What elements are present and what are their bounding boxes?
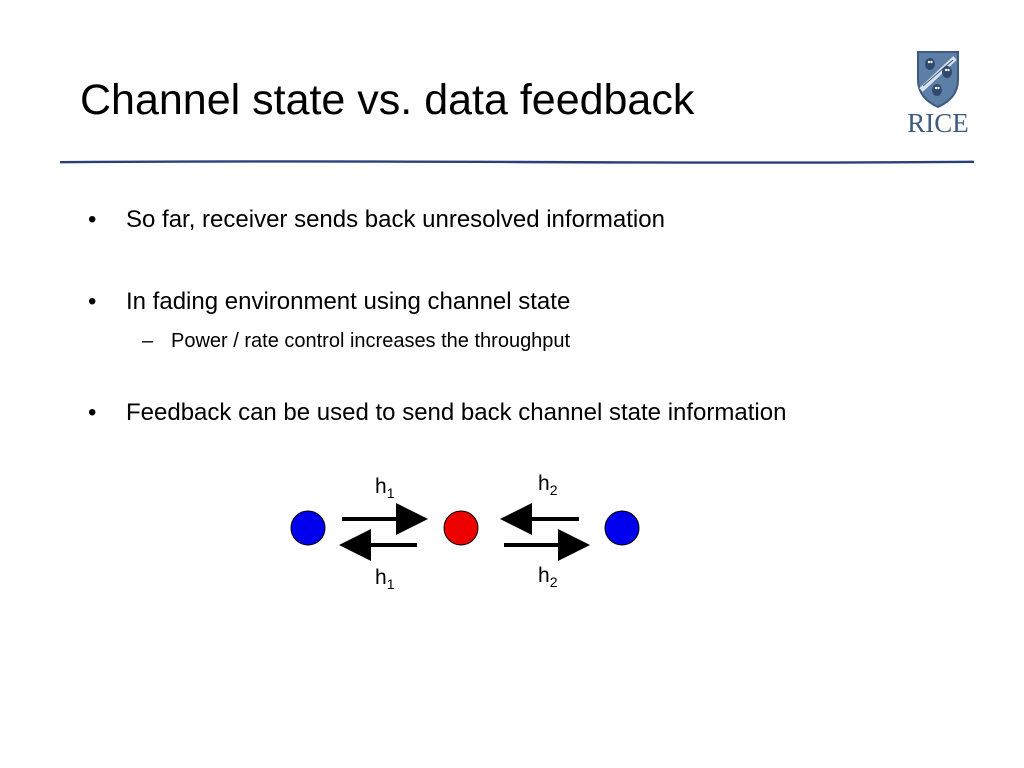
relay-diagram-graphic bbox=[290, 503, 640, 561]
label-h2-top: h2 bbox=[538, 472, 558, 498]
bullet-marker: • bbox=[88, 206, 97, 233]
bullet-marker: • bbox=[88, 288, 97, 315]
sub-bullet-marker: – bbox=[142, 330, 154, 352]
bullet-marker: • bbox=[88, 399, 97, 426]
label-h1-top: h1 bbox=[375, 475, 395, 501]
label-h2-bottom: h2 bbox=[538, 564, 558, 590]
relay-diagram: h1 h2 h1 h2 bbox=[280, 460, 660, 610]
middle-node bbox=[443, 510, 479, 546]
label-h1-bottom: h1 bbox=[375, 566, 395, 592]
left-node bbox=[290, 510, 326, 546]
slide-title: Channel state vs. data feedback bbox=[80, 76, 695, 124]
bullet-text: Feedback can be used to send back channe… bbox=[126, 399, 787, 426]
rice-shield-icon bbox=[917, 51, 959, 108]
right-node bbox=[604, 510, 640, 546]
bullet-text: In fading environment using channel stat… bbox=[126, 288, 571, 315]
sub-bullet-text: Power / rate control increases the throu… bbox=[171, 330, 571, 352]
rice-wordmark: RICE bbox=[907, 108, 969, 138]
rice-logo: RICE bbox=[900, 50, 976, 140]
bullet-text: So far, receiver sends back unresolved i… bbox=[126, 206, 665, 233]
title-rule bbox=[60, 160, 974, 164]
